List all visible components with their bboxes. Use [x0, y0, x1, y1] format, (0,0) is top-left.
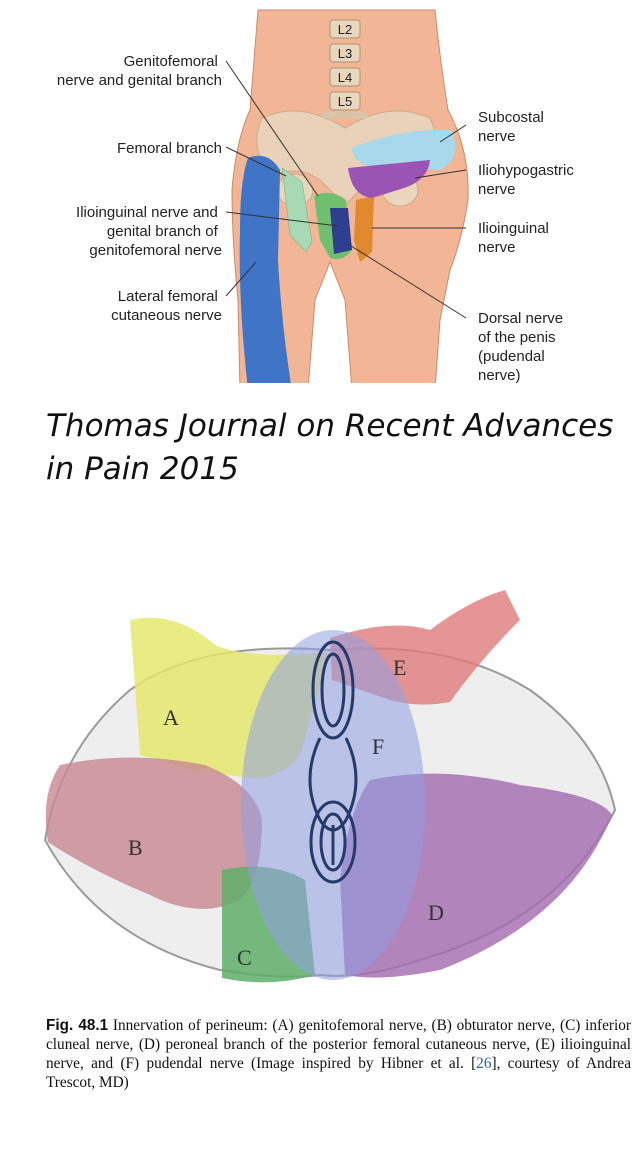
lateral-femoral-region [239, 155, 292, 390]
label-lateral-femoral: Lateral femoral cutaneous nerve [111, 288, 222, 324]
femoral-branch-region [281, 167, 313, 253]
vertebra-label: L2 [338, 22, 352, 37]
genital-structure [308, 640, 358, 884]
right-labels: Subcostal nerve Iliohypogastric nerve Il… [478, 109, 578, 384]
perineum-illustration: A B C D E F [43, 590, 617, 983]
vertebra-label: L3 [338, 46, 352, 61]
region-b [45, 757, 262, 909]
caption-text-end: ], courtesy of Andrea Trescot, MD) [46, 1055, 631, 1091]
label-dorsal-nerve: Dorsal nerve of the penis (pudendal nerv… [478, 310, 567, 384]
iliohypogastric-region [348, 160, 430, 198]
citation-text: Thomas Journal on Recent Advances in Pai… [46, 408, 614, 487]
label-iliohypogastric: Iliohypogastric nerve [478, 162, 578, 198]
letter-d: D [428, 900, 444, 925]
label-subcostal: Subcostal nerve [478, 109, 548, 145]
letter-a: A [163, 705, 179, 730]
letter-c: C [237, 945, 252, 970]
letter-e: E [393, 655, 406, 680]
label-genitofemoral: Genitofemoral nerve and genital branch [57, 53, 222, 89]
letter-b: B [128, 835, 143, 860]
ilioinguinal-region [354, 196, 374, 262]
dermatome-diagram-anterior: L2 L3 L4 L5 Genitofemoral nerve and geni… [0, 0, 644, 391]
region-letters: A B C D E F [128, 655, 444, 970]
figure-caption: Fig. 48.1 Innervation of perineum: (A) g… [46, 1016, 631, 1092]
caption-text: Innervation of perineum: (A) genitofemor… [46, 1017, 631, 1072]
reference-link[interactable]: 26 [476, 1055, 492, 1072]
subcostal-region [352, 129, 456, 170]
label-ilioinguinal-genital: Ilioinguinal nerve and genital branch of… [76, 204, 222, 259]
anterior-pelvis-illustration: L2 L3 L4 L5 Genitofemoral nerve and geni… [0, 9, 644, 391]
region-f [241, 630, 425, 980]
label-ilioinguinal: Ilioinguinal nerve [478, 220, 553, 256]
left-labels: Genitofemoral nerve and genital branch F… [57, 53, 222, 324]
figure-number: Fig. 48.1 [46, 1017, 109, 1034]
label-femoral-branch: Femoral branch [117, 140, 222, 157]
letter-f: F [372, 734, 384, 759]
vertebra-label: L4 [338, 70, 352, 85]
dorsal-nerve-region [330, 208, 352, 254]
leader-lines [225, 60, 467, 319]
lumbar-spine [322, 19, 368, 118]
perineum-innervation-diagram: A B C D E F [0, 580, 644, 1000]
vertebra-label: L5 [338, 94, 352, 109]
